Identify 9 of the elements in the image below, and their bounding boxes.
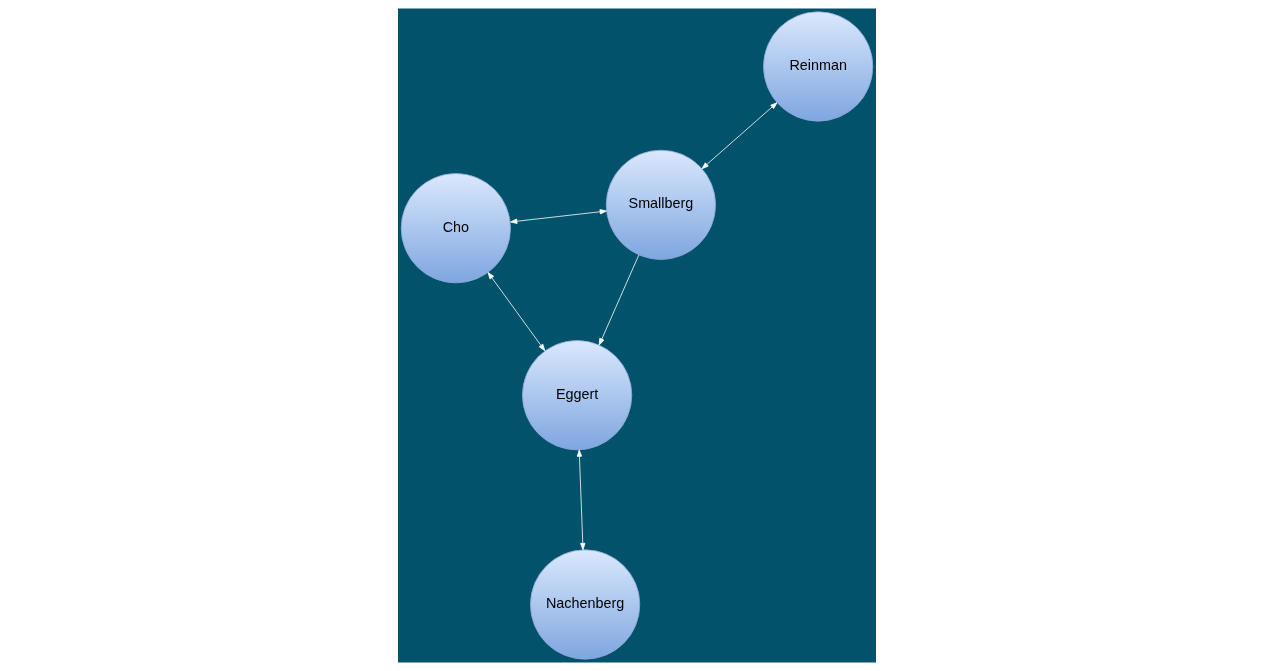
node-circle: Smallberg xyxy=(605,149,716,260)
arrow xyxy=(510,209,607,224)
node-circle: Reinman xyxy=(763,11,874,122)
arrow xyxy=(576,449,586,551)
arrow xyxy=(701,102,778,170)
node-circle: Cho xyxy=(400,173,511,284)
arrow xyxy=(487,272,546,352)
node-circle: Nachenberg xyxy=(530,549,641,660)
arrow xyxy=(598,254,640,346)
